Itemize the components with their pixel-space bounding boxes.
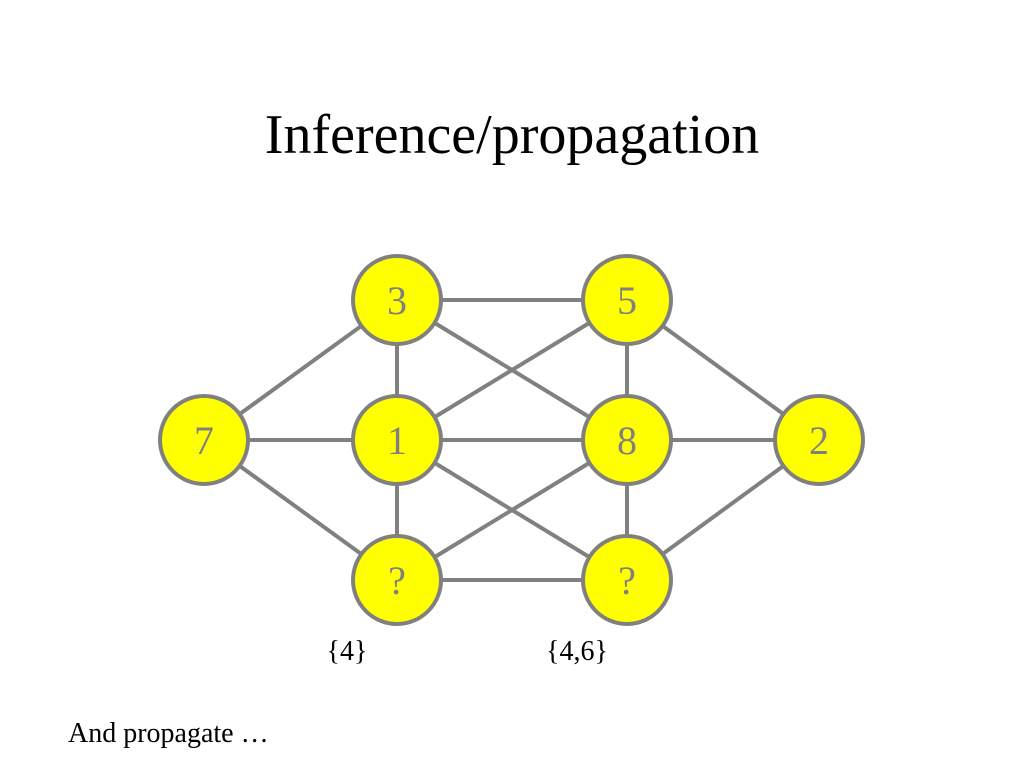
slide-title: Inference/propagation bbox=[264, 104, 760, 166]
node-circle bbox=[581, 254, 673, 346]
graph-edge-b-top-right bbox=[661, 324, 785, 416]
node-label: 7 bbox=[194, 418, 214, 463]
node-label: 2 bbox=[809, 418, 829, 463]
node-label: 5 bbox=[617, 278, 637, 323]
domain-label-b-bot: {4,6} bbox=[546, 636, 608, 667]
graph-node-b-mid: 8 bbox=[581, 394, 673, 486]
node-circle bbox=[581, 534, 673, 626]
graph-edges bbox=[238, 298, 785, 582]
graph-edge-a-bot-b-mid bbox=[433, 461, 591, 559]
graph-edge-a-mid-b-top bbox=[433, 321, 591, 419]
node-circle bbox=[158, 394, 250, 486]
node-label: 3 bbox=[387, 278, 407, 323]
node-circle bbox=[351, 254, 443, 346]
domain-labels: {4} {4,6} bbox=[327, 636, 608, 667]
graph-node-a-mid: 1 bbox=[351, 394, 443, 486]
node-circle bbox=[581, 394, 673, 486]
node-label: 8 bbox=[617, 418, 637, 463]
graph-node-a-bot: ? bbox=[351, 534, 443, 626]
graph-node-b-top: 5 bbox=[581, 254, 673, 346]
graph-nodes: 7 3 1? 5 8? 2 bbox=[158, 254, 865, 626]
domain-label-a-bot: {4} bbox=[327, 636, 368, 667]
node-label: 1 bbox=[387, 418, 407, 463]
graph-edge-left-a-bot bbox=[238, 464, 363, 556]
node-circle bbox=[773, 394, 865, 486]
node-circle bbox=[351, 534, 443, 626]
graph-edge-b-bot-right bbox=[661, 464, 785, 556]
node-circle bbox=[351, 394, 443, 486]
graph-node-left: 7 bbox=[158, 394, 250, 486]
graph-node-b-bot: ? bbox=[581, 534, 673, 626]
node-label: ? bbox=[618, 558, 636, 603]
caption-text: And propagate … bbox=[68, 718, 269, 749]
node-label: ? bbox=[388, 558, 406, 603]
graph-node-right: 2 bbox=[773, 394, 865, 486]
graph-edge-left-a-top bbox=[238, 324, 363, 416]
graph-node-a-top: 3 bbox=[351, 254, 443, 346]
